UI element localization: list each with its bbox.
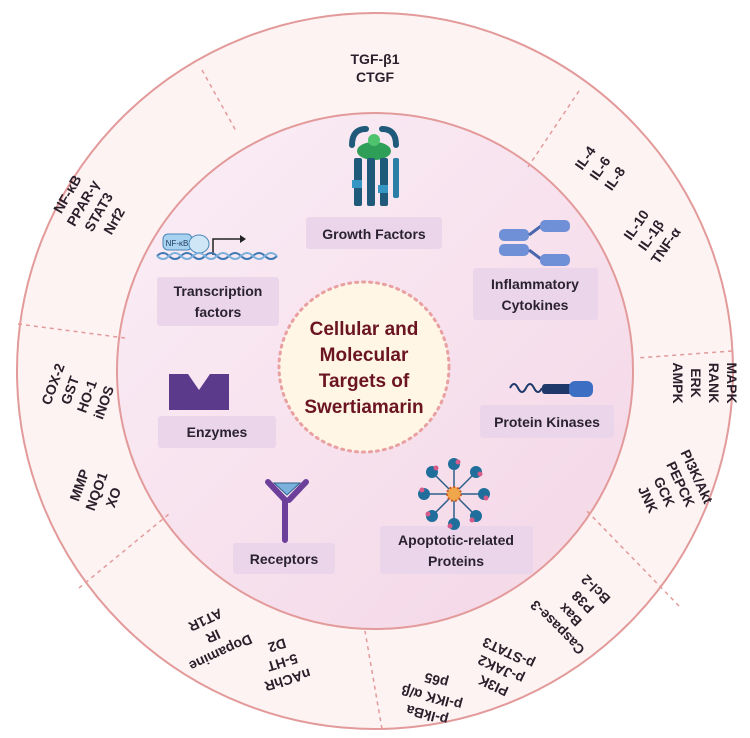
- center-title-line-3: Targets of: [319, 371, 410, 392]
- outer-label-growth-0: TGF-β1: [351, 51, 400, 67]
- inflammatory-label-line-2: Cytokines: [502, 297, 569, 313]
- outer-label-kinases-a-2: ERK: [688, 368, 704, 398]
- center-title-line-2: Molecular: [320, 345, 409, 366]
- category-growth-factors: Growth Factors: [306, 217, 442, 249]
- protein-kinases-label: Protein Kinases: [494, 414, 600, 430]
- dna-transcription-icon: NF-κB: [156, 233, 278, 260]
- growth-factor-receptor-icon: [349, 126, 399, 206]
- category-inflammatory-cytokines: Inflammatory Cytokines: [473, 268, 598, 320]
- apoptotic-complex-icon: [418, 458, 490, 530]
- ring-dividers: [17, 69, 733, 730]
- transcription-label-line-1: Transcription: [174, 283, 263, 299]
- category-apoptotic-proteins: Apoptotic-related Proteins: [380, 526, 533, 574]
- receptor-icon: [265, 479, 309, 543]
- nfkb-badge-text: NF-κB: [166, 239, 189, 248]
- outer-label-enzymes-b-2: XO: [102, 485, 124, 510]
- growth-factors-label: Growth Factors: [322, 226, 426, 242]
- center-circle: [277, 280, 451, 454]
- apoptotic-label-line-2: Proteins: [428, 553, 484, 569]
- outer-label-kinases-a-0: MAPK: [724, 362, 740, 403]
- category-enzymes: Enzymes: [158, 416, 276, 448]
- outer-labels-growth: TGF-β1 CTGF: [351, 51, 400, 85]
- center-title: Cellular and Molecular Targets of Swerti…: [304, 319, 423, 418]
- transcription-label-line-2: factors: [195, 304, 242, 320]
- receptors-label: Receptors: [250, 551, 319, 567]
- cytokine-icon: [499, 220, 570, 266]
- protein-kinase-icon: [509, 381, 593, 397]
- enzyme-icon: [169, 374, 229, 410]
- enzymes-label: Enzymes: [187, 424, 248, 440]
- outer-label-receptors-a-1: IR: [203, 626, 222, 646]
- outer-label-kinases-a-3: AMPK: [670, 362, 686, 403]
- category-protein-kinases: Protein Kinases: [480, 405, 614, 438]
- outer-label-kinases-a-1: RANK: [706, 363, 722, 403]
- outer-labels-kinases-a: MAPK RANK ERK AMPK: [670, 362, 740, 403]
- outer-label-apoptotic-c-2: p65: [422, 670, 450, 692]
- category-transcription-factors: Transcription factors: [157, 277, 279, 326]
- outer-label-growth-1: CTGF: [356, 69, 395, 85]
- inflammatory-label-line-1: Inflammatory: [491, 276, 579, 292]
- category-receptors: Receptors: [233, 543, 335, 574]
- apoptotic-label-line-1: Apoptotic-related: [398, 532, 514, 548]
- center-title-line-4: Swertiamarin: [304, 397, 423, 418]
- outer-label-receptors-b-2: D2: [266, 635, 288, 656]
- center-title-line-1: Cellular and: [310, 319, 419, 340]
